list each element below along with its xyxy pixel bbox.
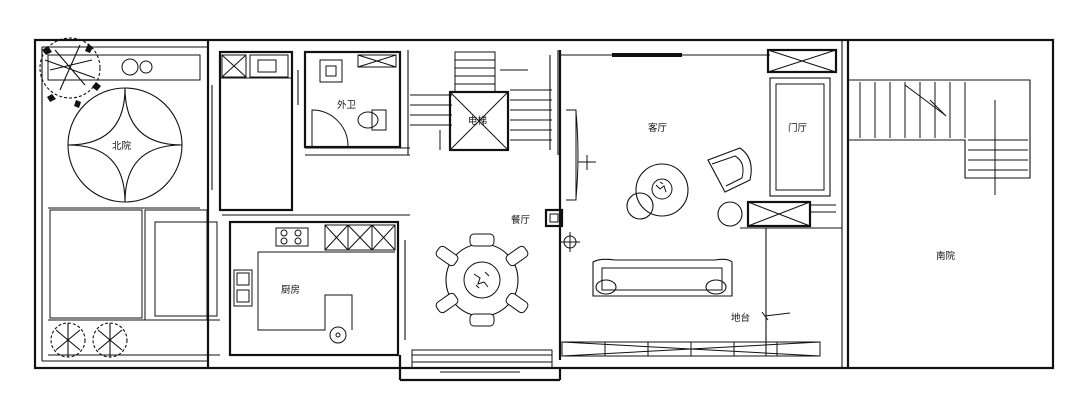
room-label-guest-bath: 外卫 <box>337 99 357 111</box>
guest-bathroom <box>303 50 410 156</box>
coffee-table <box>626 163 689 220</box>
living-room <box>558 50 770 360</box>
room-label-kitchen: 厨房 <box>281 284 300 296</box>
room-label-terrace: 地台 <box>731 312 750 324</box>
north-yard <box>47 54 220 356</box>
dining-window <box>411 349 553 369</box>
tree-icon <box>50 322 86 358</box>
kitchen <box>222 214 410 357</box>
central-stair <box>407 50 559 155</box>
storage-cabinet <box>211 50 299 212</box>
room-label-south-yard: 南院 <box>936 250 956 262</box>
room-label-north-yard: 北院 <box>112 140 132 152</box>
terrace-arrow <box>761 311 791 321</box>
sofa <box>592 258 733 297</box>
room-label-elevator: 电梯 <box>468 115 488 127</box>
foyer <box>740 48 842 356</box>
tree-icon <box>39 37 101 108</box>
room-label-foyer: 门厅 <box>788 122 808 134</box>
room-label-dining-room: 餐厅 <box>511 214 531 226</box>
dining-table <box>435 233 529 327</box>
elevator <box>448 90 510 152</box>
room-label-living-room: 客厅 <box>648 122 668 134</box>
living-window <box>561 341 821 357</box>
tree-icon <box>92 322 128 358</box>
entry-stair <box>848 79 1031 195</box>
armchair <box>707 147 752 227</box>
column <box>544 208 580 252</box>
